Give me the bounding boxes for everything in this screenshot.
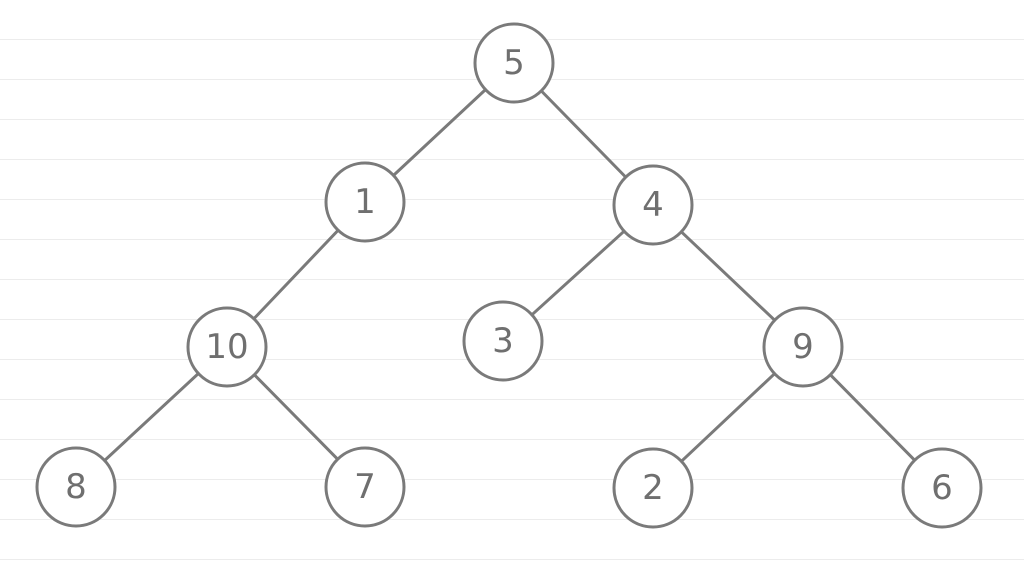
tree-node-circle — [462, 300, 544, 382]
tree-node-label: 9 — [792, 327, 814, 367]
tree-node-5: 5 — [473, 22, 555, 104]
tree-node-circle — [901, 447, 983, 529]
tree-node-label: 5 — [503, 43, 525, 83]
tree-node-2: 2 — [612, 447, 694, 529]
tree-node-circle — [762, 306, 844, 388]
tree-edge-n5-n4 — [539, 89, 628, 179]
tree-node-label: 2 — [642, 468, 664, 508]
tree-edge-n10-n7 — [252, 373, 340, 461]
tree-node-3: 3 — [462, 300, 544, 382]
tree-node-label: 7 — [354, 467, 376, 507]
tree-node-label: 1 — [354, 182, 376, 222]
tree-node-label: 6 — [931, 468, 953, 508]
tree-node-6: 6 — [901, 447, 983, 529]
tree-node-circle — [612, 164, 694, 246]
tree-node-8: 8 — [35, 446, 117, 528]
tree-edge-n9-n2 — [679, 372, 777, 463]
tree-node-label: 3 — [492, 321, 514, 361]
tree-edge-n1-n10 — [252, 228, 340, 321]
tree-edge-n9-n6 — [828, 373, 917, 462]
tree-node-9: 9 — [762, 306, 844, 388]
tree-node-circle — [35, 446, 117, 528]
tree-node-label: 4 — [642, 185, 664, 225]
tree-node-label: 10 — [205, 327, 248, 367]
nodes-group: 5 1 4 10 3 9 8 7 2 6 — [35, 22, 983, 529]
tree-edge-n4-n3 — [530, 229, 626, 317]
tree-node-10: 10 — [186, 306, 268, 388]
tree-node-circle — [324, 161, 406, 243]
tree-node-circle — [186, 306, 268, 388]
tree-node-circle — [324, 446, 406, 528]
tree-node-7: 7 — [324, 446, 406, 528]
tree-edge-n5-n1 — [392, 88, 487, 177]
tree-edge-n10-n8 — [103, 372, 200, 462]
tree-node-4: 4 — [612, 164, 694, 246]
tree-node-label: 8 — [65, 467, 87, 507]
tree-node-circle — [473, 22, 555, 104]
edges-group — [103, 88, 917, 463]
tree-node-circle — [612, 447, 694, 529]
tree-node-1: 1 — [324, 161, 406, 243]
tree-edge-n4-n9 — [679, 230, 777, 322]
